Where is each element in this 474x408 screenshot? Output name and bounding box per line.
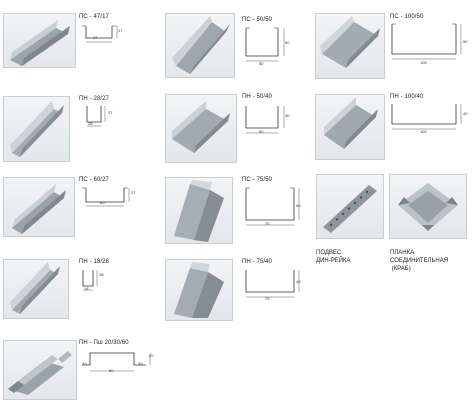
width-dimension: 100 [420,129,427,134]
width-dimension: 75 [265,296,270,301]
u-profile-image [10,101,64,157]
profile-photo [315,13,385,79]
profile-photo [165,94,237,163]
cross-section-drawing [82,270,98,291]
din-rail-photo [316,174,384,239]
profile-photo [3,177,75,237]
width-dimension: 50 [259,129,264,134]
height-dimension: 50 [463,39,468,44]
cross-section-drawing [82,352,151,372]
u-profile-image [172,101,230,153]
profile-label: ПН - 28/27 [79,96,109,102]
profile-label: ПН - 18/28 [79,259,109,265]
profile-drawing [80,24,120,44]
height-dimension: 17 [118,28,123,33]
u-profile-image [10,262,60,314]
height-dimension: 27 [131,190,136,195]
height-dimension: 40 [463,111,468,116]
height-dimension: 27 [108,110,113,115]
profile-photo [3,259,69,319]
c-profile-image [320,16,380,68]
cross-section-drawing [245,187,300,226]
height-dimension: 20 [149,353,154,358]
profile-drawing [240,268,304,302]
height-dimension: 40 [285,113,290,118]
profile-label: ПН - 100/40 [390,94,424,100]
profile-photo [3,13,76,68]
profile-drawing [240,26,290,66]
cross-section-drawing [245,270,300,298]
width-dimension: 60 [100,200,105,205]
hat-profile-image [8,351,72,395]
height-dimension: 28 [99,272,104,277]
width-dimension: 18 [84,286,89,291]
profile-label: ПН - Пш 20/30/60 [79,340,129,346]
width-dimension: 60 [109,368,114,373]
profile-drawing [240,104,290,138]
profile-label: ПС - 60/27 [79,177,109,183]
c-profile-image [172,16,230,74]
right-flange-dimension: 30 [138,361,143,366]
din-rail-caption: ПОДВЕС ДИН-РЕЙКА [316,250,351,264]
profile-drawing [388,22,466,66]
cross-section-drawing [391,104,462,130]
profile-label: ПН - 75/40 [242,259,272,265]
u-profile-image [324,97,378,149]
height-dimension: 50 [296,203,301,208]
crab-connector-image [398,183,458,231]
height-dimension: 50 [285,40,290,45]
width-dimension: 28 [88,121,93,126]
left-flange-dimension: 20 [82,361,87,366]
profile-drawing [388,102,466,136]
profile-photo [315,94,385,160]
profile-label: ПС - 50/50 [242,17,272,23]
profile-drawing [80,186,132,210]
c-profile-image [10,20,70,66]
cross-section-drawing [245,27,285,62]
profile-label: ПС - 75/50 [242,177,272,183]
perforated-strip-image [323,185,377,233]
height-dimension: 40 [296,279,301,284]
profile-photo [165,259,233,321]
profile-photo [3,340,77,400]
profile-drawing [84,104,108,128]
cross-section-drawing [82,187,130,207]
profile-drawing [240,186,304,230]
u-profile-image [174,262,224,318]
width-dimension: 47 [93,35,98,40]
crab-connector-photo [389,174,467,239]
width-dimension: 100 [420,60,427,65]
cross-section-drawing [86,106,106,127]
cross-section-drawing [391,23,462,60]
width-dimension: 50 [259,61,264,66]
width-dimension: 75 [265,221,270,226]
cross-section-drawing [82,25,118,43]
profile-drawing [80,349,154,375]
c-profile-image [12,184,66,234]
profile-label: ПС - 100/50 [390,14,424,20]
profile-photo [165,177,233,244]
c-profile-image [174,180,224,242]
cross-section-drawing [245,106,285,134]
profile-photo [3,96,70,162]
profile-label: ПН - 50/40 [242,94,272,100]
profile-label: ПС - 47/17 [79,14,109,20]
profile-photo [165,13,235,78]
crab-connector-caption: ПЛАНКА СОЕДИНИТЕЛЬНАЯ (КРАБ) [390,250,449,272]
profile-drawing [80,268,104,292]
